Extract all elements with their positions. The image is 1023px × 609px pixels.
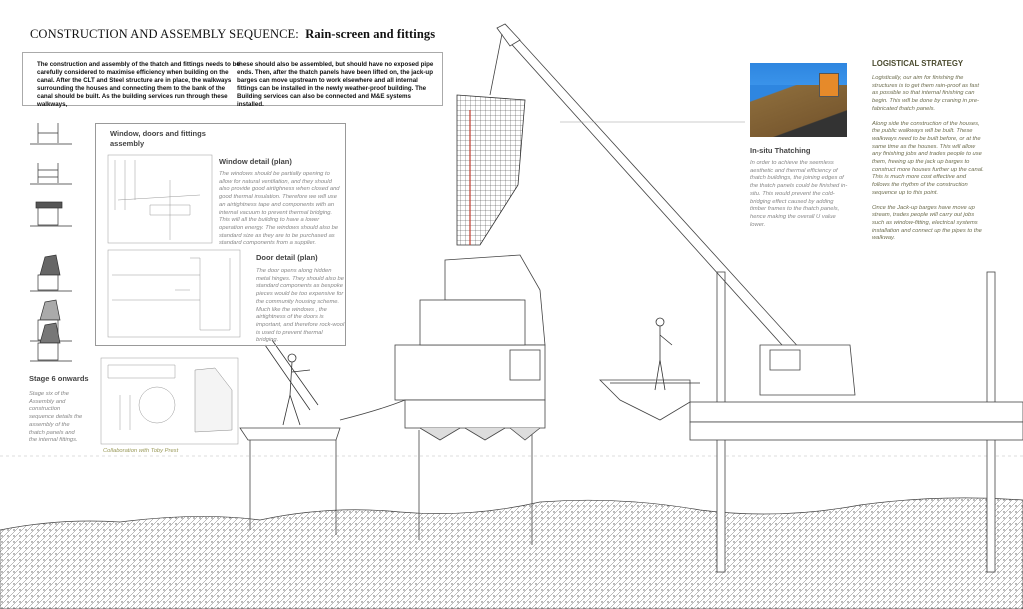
page-title: CONSTRUCTION AND ASSEMBLY SEQUENCE: Rain… (30, 27, 435, 42)
worker-figures (264, 317, 700, 426)
intro-box: The construction and assembly of the tha… (22, 52, 443, 108)
door-detail-heading: Door detail (plan) (256, 253, 318, 262)
assembly-panel (95, 123, 346, 346)
lift-platform (819, 73, 839, 97)
logistics-p3: Once the Jack-up barges have move up str… (872, 204, 982, 242)
house-structure (394, 254, 546, 441)
thatching-text: In order to achieve the seemless aesthet… (750, 160, 848, 228)
logistics-p1: Logistically, our aim for finishing the … (872, 75, 979, 112)
logistics-heading: LOGISTICAL STRATEGY (872, 59, 964, 68)
window-detail-heading: Window detail (plan) (219, 157, 292, 166)
canal-bed (0, 497, 1023, 609)
intro-text-col1: The construction and assembly of the tha… (37, 61, 240, 109)
title-prefix: CONSTRUCTION AND ASSEMBLY SEQUENCE: (30, 27, 299, 41)
logistics-text: Logistically, our aim for finishing the … (872, 75, 984, 243)
assembly-heading: Window, doors and fittings assembly (110, 129, 206, 148)
stage-heading: Stage 6 onwards (29, 374, 89, 383)
jack-up-barge (599, 379, 1023, 441)
walkway (239, 399, 406, 441)
window-detail-drawing (107, 154, 213, 244)
thatching-heading: In-situ Thatching (750, 146, 811, 155)
stage-text: Stage six of the Assembly and constructi… (29, 391, 83, 444)
thatching-photo (750, 63, 847, 137)
door-detail-drawing (107, 249, 241, 338)
window-detail-text: The windows should be partially opening … (219, 171, 340, 247)
door-detail-text: The door opens along hidden metal hinges… (256, 268, 345, 344)
intro-text-col2: these should also be assembled, but shou… (237, 61, 434, 109)
title-subject: Rain-screen and fittings (305, 27, 436, 41)
logistics-p2: Along side the construction of the house… (872, 120, 984, 196)
collaboration-drawing (100, 357, 239, 445)
collaboration-caption: Collaboration with Toby Prest (103, 448, 179, 454)
crane (489, 23, 856, 396)
thatch-panel (456, 94, 526, 246)
stage-thumbnails (30, 123, 72, 362)
